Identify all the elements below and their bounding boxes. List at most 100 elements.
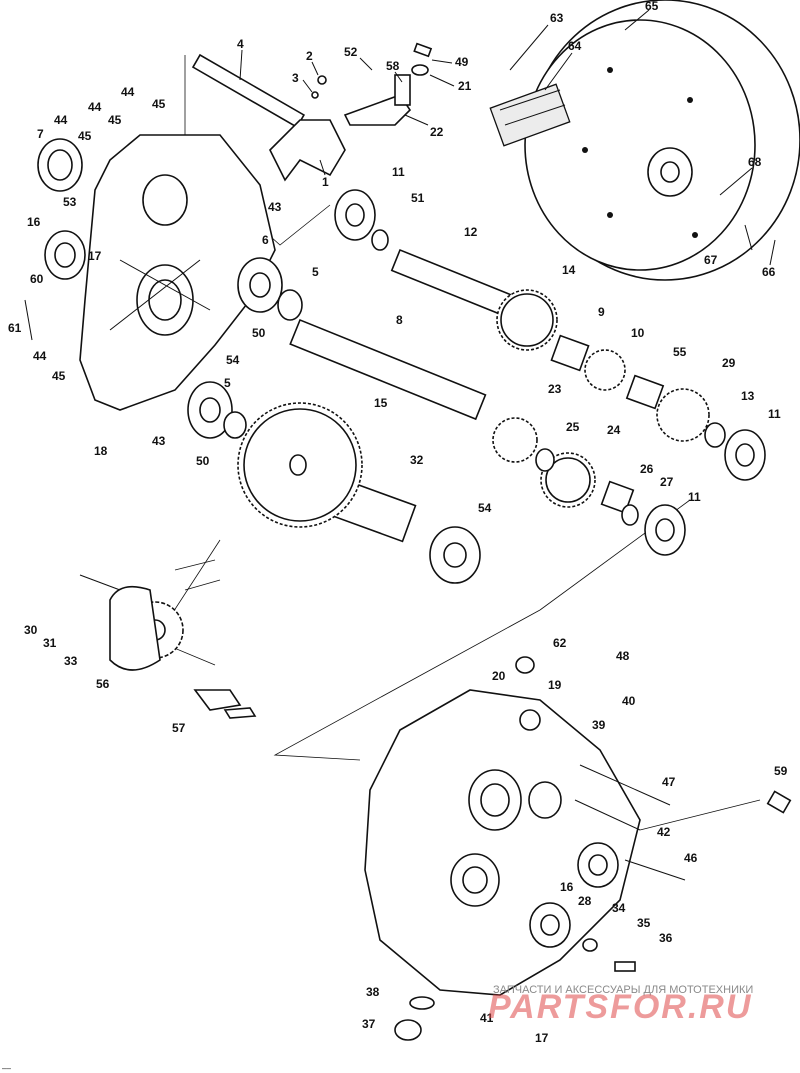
label-62: 62 [553, 636, 567, 650]
label-39: 39 [592, 718, 606, 732]
label-24: 24 [607, 423, 621, 437]
label-42: 42 [657, 825, 671, 839]
bearing-26 [600, 480, 635, 514]
label-10: 10 [631, 326, 645, 340]
label-26: 26 [640, 462, 654, 476]
label-38: 38 [366, 985, 380, 999]
label-40: 40 [622, 694, 636, 708]
label-66: 66 [762, 265, 776, 279]
label-34: 34 [612, 901, 626, 915]
clutch-drum-assembly [489, 0, 800, 281]
label-65: 65 [645, 0, 659, 13]
label-61: 61 [8, 321, 22, 335]
corner-mark: –– [2, 1064, 11, 1073]
label-8: 8 [396, 313, 403, 327]
label-23: 23 [548, 382, 562, 396]
label-19: 19 [548, 678, 562, 692]
label-43b: 43 [152, 434, 166, 448]
shift-fork [269, 119, 346, 182]
label-50b: 50 [196, 454, 210, 468]
spacer-9 [550, 334, 590, 372]
shaft-8 [289, 318, 487, 421]
gear-23 [492, 417, 538, 463]
label-44b: 44 [54, 113, 68, 127]
label-49: 49 [455, 55, 469, 69]
label-4: 4 [237, 37, 244, 51]
label-25: 25 [566, 420, 580, 434]
label-41: 41 [480, 1011, 494, 1025]
label-3: 3 [292, 71, 299, 85]
label-55: 55 [673, 345, 687, 359]
shafts-and-gears [187, 189, 766, 584]
label-14: 14 [562, 263, 576, 277]
label-45c: 45 [108, 113, 122, 127]
gear-10 [584, 349, 626, 391]
shift-lever [343, 94, 412, 126]
label-43a: 43 [268, 200, 282, 214]
label-57: 57 [172, 721, 186, 735]
label-51: 51 [411, 191, 425, 205]
chain-33 [109, 585, 161, 671]
shaft-12 [390, 248, 513, 317]
label-47: 47 [662, 775, 676, 789]
label-27: 27 [660, 475, 674, 489]
label-21: 21 [458, 79, 472, 93]
plug-59 [766, 790, 792, 814]
label-36: 36 [659, 931, 673, 945]
left-housing [37, 134, 276, 411]
label-67: 67 [704, 253, 718, 267]
label-53: 53 [63, 195, 77, 209]
label-12: 12 [464, 225, 478, 239]
label-31: 31 [43, 636, 57, 650]
label-48: 48 [616, 649, 630, 663]
label-6: 6 [262, 233, 269, 247]
label-2: 2 [306, 49, 313, 63]
label-5a: 5 [312, 265, 319, 279]
watermark-logo: PARTSFOR.RU [488, 988, 752, 1026]
label-11b: 11 [768, 407, 781, 421]
watermark: ЗАПЧАСТИ И АКСЕССУАРЫ ДЛЯ МОТОТЕХНИКИ PA… [488, 984, 753, 1026]
label-59: 59 [774, 764, 788, 778]
label-45b: 45 [78, 129, 92, 143]
label-17a: 17 [88, 249, 102, 263]
shift-shaft [191, 53, 306, 129]
label-44c: 44 [88, 100, 102, 114]
label-63: 63 [550, 11, 564, 25]
label-7: 7 [37, 127, 44, 141]
label-20: 20 [492, 669, 506, 683]
label-68: 68 [748, 155, 762, 169]
label-18: 18 [94, 444, 108, 458]
label-11a: 11 [392, 165, 405, 179]
label-13: 13 [741, 389, 755, 403]
label-32: 32 [410, 453, 424, 467]
label-30: 30 [24, 623, 38, 637]
part-labels: 4 2 3 52 58 49 21 63 65 64 22 1 44 45 7 … [8, 0, 788, 1045]
label-17b: 17 [535, 1031, 549, 1045]
shift-bolt [394, 74, 411, 106]
label-5b: 5 [224, 376, 231, 390]
label-29: 29 [722, 356, 736, 370]
leader-lines [24, 9, 776, 341]
label-60: 60 [30, 272, 44, 286]
label-15: 15 [374, 396, 388, 410]
label-16a: 16 [27, 215, 41, 229]
clutch-drum-face [524, 19, 756, 271]
watermark-text: ЗАПЧАСТИ И АКСЕССУАРЫ ДЛЯ МОТОТЕХНИКИ [493, 984, 753, 996]
label-1: 1 [322, 175, 329, 189]
gear-29 [656, 388, 710, 442]
label-64: 64 [568, 39, 582, 53]
label-54b: 54 [478, 501, 492, 515]
shift-shaft-assembly [191, 42, 433, 182]
spacer-55 [625, 374, 665, 410]
label-52: 52 [344, 45, 358, 59]
right-housing [364, 656, 792, 1041]
drain-plug-37 [394, 1019, 422, 1041]
right-housing-outline [364, 689, 641, 996]
label-16b: 16 [560, 880, 574, 894]
label-35: 35 [637, 916, 651, 930]
master-link-57 [193, 689, 242, 711]
drive-belt [489, 83, 571, 147]
nut-62 [515, 656, 535, 674]
label-45d: 45 [52, 369, 66, 383]
